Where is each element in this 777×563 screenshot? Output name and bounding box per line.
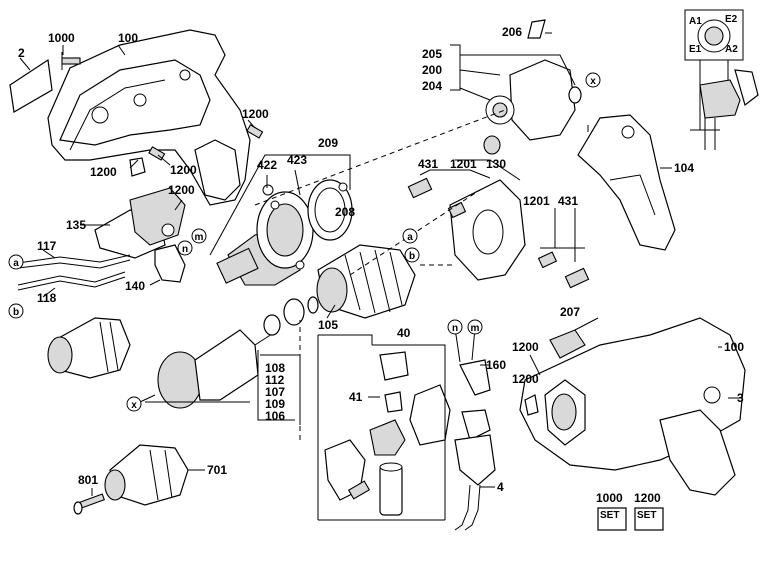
gearbox-spindle	[216, 184, 314, 286]
part-label: 3	[737, 391, 744, 405]
marker-m-cord: m	[471, 323, 480, 334]
set-label-1200: SET	[637, 510, 656, 521]
part-label: 112	[265, 373, 285, 387]
part-number-labels: 2 1000 100 1200 1200 1200 1200 135 117 1…	[18, 25, 744, 505]
part-label: 422	[257, 158, 277, 172]
label-plate	[9, 57, 53, 113]
part-label: 1200	[512, 372, 539, 386]
switch-assembly	[94, 187, 186, 283]
part-label: 701	[207, 463, 227, 477]
part-label: 105	[318, 318, 338, 332]
marker-x-gearbox: x	[590, 76, 596, 87]
part-label: 2	[18, 46, 25, 60]
switch-parts-40	[324, 351, 451, 516]
marker-b-left: b	[13, 307, 19, 318]
part-label: 200	[422, 63, 442, 77]
power-cord	[454, 359, 496, 531]
part-label: 208	[335, 205, 355, 219]
part-label: 100	[118, 31, 138, 45]
part-label: 206	[502, 25, 522, 39]
part-label: 207	[560, 305, 580, 319]
part-label: 1000	[48, 31, 75, 45]
set-kit-icons	[597, 507, 664, 531]
keyless-chuck-701	[104, 444, 189, 506]
handle-104	[577, 114, 676, 251]
housing-left-half	[47, 29, 251, 206]
part-label: 1200	[512, 340, 539, 354]
part-label: 1200	[170, 163, 197, 177]
part-label: 1200	[90, 165, 117, 179]
assembled-drill-body	[519, 317, 746, 496]
gear-housing-200	[483, 19, 582, 155]
marker-a-stator: a	[407, 232, 413, 243]
part-label: 423	[287, 153, 307, 167]
part-label: 1200	[634, 491, 661, 505]
marker-circles: a b m n a b x x n m	[8, 72, 601, 412]
part-label: 431	[418, 157, 438, 171]
part-label: 100	[724, 340, 744, 354]
marker-b-stator: b	[409, 251, 415, 262]
wiring-schematic	[684, 9, 759, 150]
schematic-a1: A1	[689, 16, 702, 27]
screw-1000	[61, 52, 81, 70]
part-label: 106	[265, 409, 285, 423]
part-label: 1200	[242, 107, 269, 121]
part-label: 1000	[596, 491, 623, 505]
part-label: 117	[37, 239, 57, 253]
marker-x-armature: x	[131, 400, 137, 411]
part-label: 209	[318, 136, 338, 150]
part-label: 160	[486, 358, 506, 372]
ring-209	[307, 179, 353, 241]
part-label: 41	[349, 390, 363, 404]
part-label: 204	[422, 79, 442, 93]
screw-801	[73, 493, 106, 515]
part-label: 109	[265, 397, 285, 411]
part-label: 205	[422, 47, 442, 61]
brush-holder-130	[407, 177, 590, 289]
marker-n-left: n	[182, 244, 188, 255]
part-label: 108	[265, 361, 285, 375]
wires-117-118	[17, 254, 131, 291]
armature-107	[139, 329, 276, 409]
part-label: 1200	[168, 183, 195, 197]
part-label: 801	[78, 473, 98, 487]
part-label: 107	[265, 385, 285, 399]
schematic-a2: A2	[725, 44, 738, 55]
part-label: 140	[125, 279, 145, 293]
marker-a-left: a	[13, 258, 19, 269]
bearings	[263, 296, 319, 336]
part-label: 104	[674, 161, 694, 175]
schematic-e2: E2	[725, 14, 738, 25]
schematic-e1: E1	[689, 44, 702, 55]
part-label: 118	[37, 291, 57, 305]
marker-m-left: m	[195, 232, 204, 243]
part-label: 1201	[450, 157, 477, 171]
part-label: 4	[497, 480, 504, 494]
leader-lines	[42, 32, 740, 521]
pins-1200-left	[129, 124, 264, 177]
part-label: 130	[486, 157, 506, 171]
ball-208	[338, 182, 348, 192]
part-label: 135	[66, 218, 86, 232]
part-label: 431	[558, 194, 578, 208]
stator-105	[316, 244, 416, 319]
part-label: 1201	[523, 194, 550, 208]
drill-chuck	[47, 317, 131, 379]
set-label-1000: SET	[600, 510, 619, 521]
marker-n-cord: n	[452, 323, 458, 334]
part-label: 40	[397, 326, 411, 340]
